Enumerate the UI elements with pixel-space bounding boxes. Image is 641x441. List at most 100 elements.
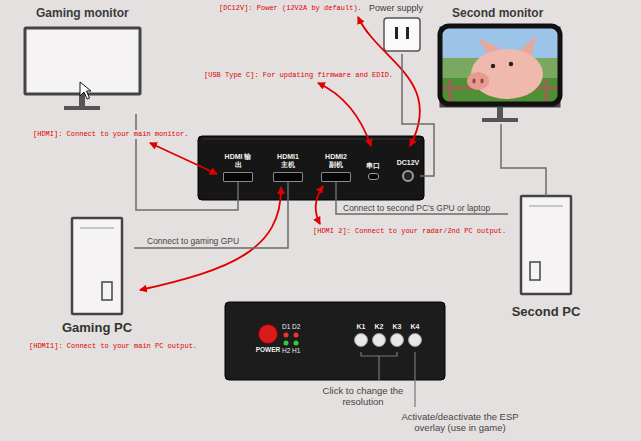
button-label: POWER — [256, 346, 281, 354]
leader-line — [414, 352, 415, 407]
cable-line — [501, 124, 546, 196]
port-socket — [368, 173, 379, 180]
pig-nostril — [480, 79, 483, 84]
note-holder: Click to change the resolution — [318, 385, 408, 407]
leader-line — [361, 352, 397, 381]
panel-note: Click to change the resolution — [318, 385, 408, 407]
red-annotation: [HDMI1]: Connect to your main PC output. — [28, 342, 198, 351]
annotation-holder: [HDMI1]: Connect to your main PC output. — [28, 342, 198, 351]
button-label: K1 — [357, 322, 366, 331]
key-button: K4 — [406, 322, 424, 353]
red-annotation: [DC12V]: Power (12V2A by default). — [218, 4, 363, 13]
tower-detail — [530, 262, 540, 280]
cable-line — [402, 54, 434, 176]
pig-nostril — [472, 79, 475, 84]
fence-post — [448, 80, 452, 104]
annotation-arrow — [318, 83, 371, 146]
key-button-cap — [372, 333, 386, 347]
device-front — [225, 302, 445, 380]
button-label: K2 — [375, 322, 384, 331]
device-heading: Gaming monitor — [22, 6, 148, 21]
port-socket — [321, 172, 351, 182]
connector-port: DC12V — [396, 150, 420, 182]
key-button: K1 — [352, 322, 370, 353]
cable-line — [134, 182, 288, 248]
cable-line — [336, 182, 508, 214]
computer-tower: Gaming PC — [60, 218, 134, 336]
computer-tower: Second PC — [508, 196, 584, 320]
led-red — [294, 333, 299, 338]
cable-line — [136, 114, 238, 210]
key-button: K2 — [370, 322, 388, 353]
annotation-arrow — [358, 17, 420, 146]
port-label: 串口 — [366, 162, 380, 170]
led-label: D1 D2 — [282, 323, 300, 331]
red-annotation: [USB Type C]: For updating firmware and … — [203, 71, 394, 80]
key-button-cap — [408, 333, 422, 347]
cable-label-holder: Connect to second PC's GPU or laptop — [342, 203, 491, 213]
port-socket — [223, 172, 253, 182]
device-heading: Power supply — [364, 2, 428, 14]
annotation-arrow — [140, 187, 281, 290]
key-button-cap — [354, 333, 368, 347]
monitor-stand — [497, 106, 503, 119]
sky — [440, 26, 560, 104]
pc-tower — [521, 196, 571, 294]
power-plug — [384, 18, 420, 51]
port-label: HDMI2 副机 — [321, 153, 351, 169]
device-figure: Power supply — [364, 2, 428, 54]
pig-eye — [509, 62, 513, 66]
cable-label-holder: Connect to gaming GPU — [146, 236, 240, 246]
power-button: POWER — [253, 324, 283, 358]
mouse-cursor — [80, 82, 91, 99]
annotation-holder: [USB Type C]: For updating firmware and … — [203, 71, 394, 80]
annotation-holder: [DC12V]: Power (12V2A by default). — [218, 4, 363, 13]
port-socket — [273, 172, 303, 182]
front-panel: D1 D2 H2 H1POWER K1 K2 K3 K4 — [225, 302, 445, 380]
connector-port: 串口 — [362, 150, 384, 182]
monitor-base — [64, 106, 100, 110]
connector-port: HDMI 输出 — [220, 150, 256, 182]
fence-post — [544, 80, 548, 104]
annotation-arrow — [150, 143, 217, 174]
led-red — [284, 333, 289, 338]
power-button-cap — [258, 324, 278, 344]
computer-label: Second PC — [512, 304, 581, 320]
port-label: HDMI1 主机 — [273, 153, 303, 169]
cable-label: Connect to second PC's GPU or laptop — [342, 203, 491, 213]
button-label: K4 — [411, 322, 420, 331]
pig-eye — [491, 64, 495, 68]
annotation-arrow — [316, 186, 323, 224]
annotation-holder: [HDMI]: Connect to your main monitor. — [32, 130, 189, 139]
monitor-base — [482, 118, 518, 122]
pig-snout — [467, 72, 489, 90]
device-edge — [202, 139, 420, 140]
cable-label: Connect to gaming GPU — [146, 236, 240, 246]
device-back — [198, 136, 424, 200]
connector-port: HDMI1 主机 — [270, 150, 306, 182]
photo-frame — [440, 26, 560, 104]
note-holder: Activate/deactivate the ESP overlay (use… — [398, 411, 522, 433]
device-figure: Second monitor — [436, 6, 566, 124]
device-figure: Gaming monitor — [22, 6, 148, 114]
led-green — [294, 341, 299, 346]
led-green — [284, 341, 289, 346]
plug-slot — [406, 27, 409, 39]
port-label: DC12V — [397, 159, 420, 167]
panel-note: Activate/deactivate the ESP overlay (use… — [398, 411, 522, 433]
port-label: HDMI 输出 — [223, 153, 253, 169]
key-button: K3 — [388, 322, 406, 353]
tower-detail — [80, 228, 114, 229]
led-label: H2 H1 — [282, 347, 300, 355]
tower-detail — [529, 206, 563, 207]
plug-slot — [395, 27, 398, 39]
connector-port: HDMI2 副机 — [318, 150, 354, 182]
device-heading: Second monitor — [436, 6, 566, 21]
tower-detail — [102, 282, 112, 300]
pc-tower — [72, 218, 122, 314]
red-annotation: [HDMI]: Connect to your main monitor. — [32, 130, 189, 139]
